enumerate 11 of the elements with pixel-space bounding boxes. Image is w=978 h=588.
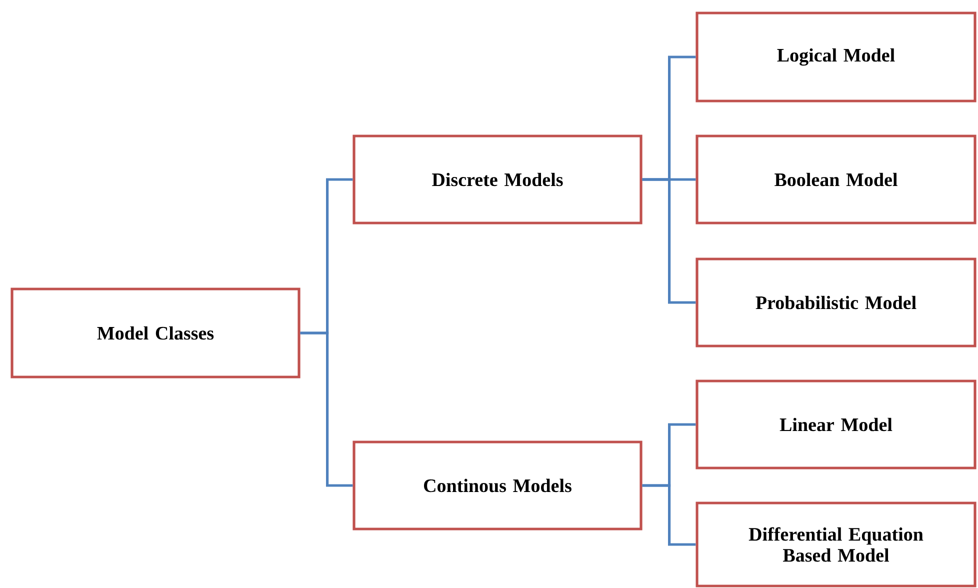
- model-box: Linear Model: [696, 380, 976, 470]
- model-box: Probabilistic Model: [696, 258, 976, 348]
- connector-line: [300, 332, 353, 487]
- connector-line: [642, 178, 696, 304]
- model-box: Logical Model: [696, 12, 976, 102]
- model-box: Boolean Model: [696, 134, 976, 224]
- model-box: Model Classes: [10, 288, 300, 378]
- model-box: Discrete Models: [352, 134, 642, 224]
- model-box: Continous Models: [352, 440, 642, 530]
- model-box: Differential Equation Based Model: [696, 502, 976, 588]
- connector-line: [642, 484, 696, 546]
